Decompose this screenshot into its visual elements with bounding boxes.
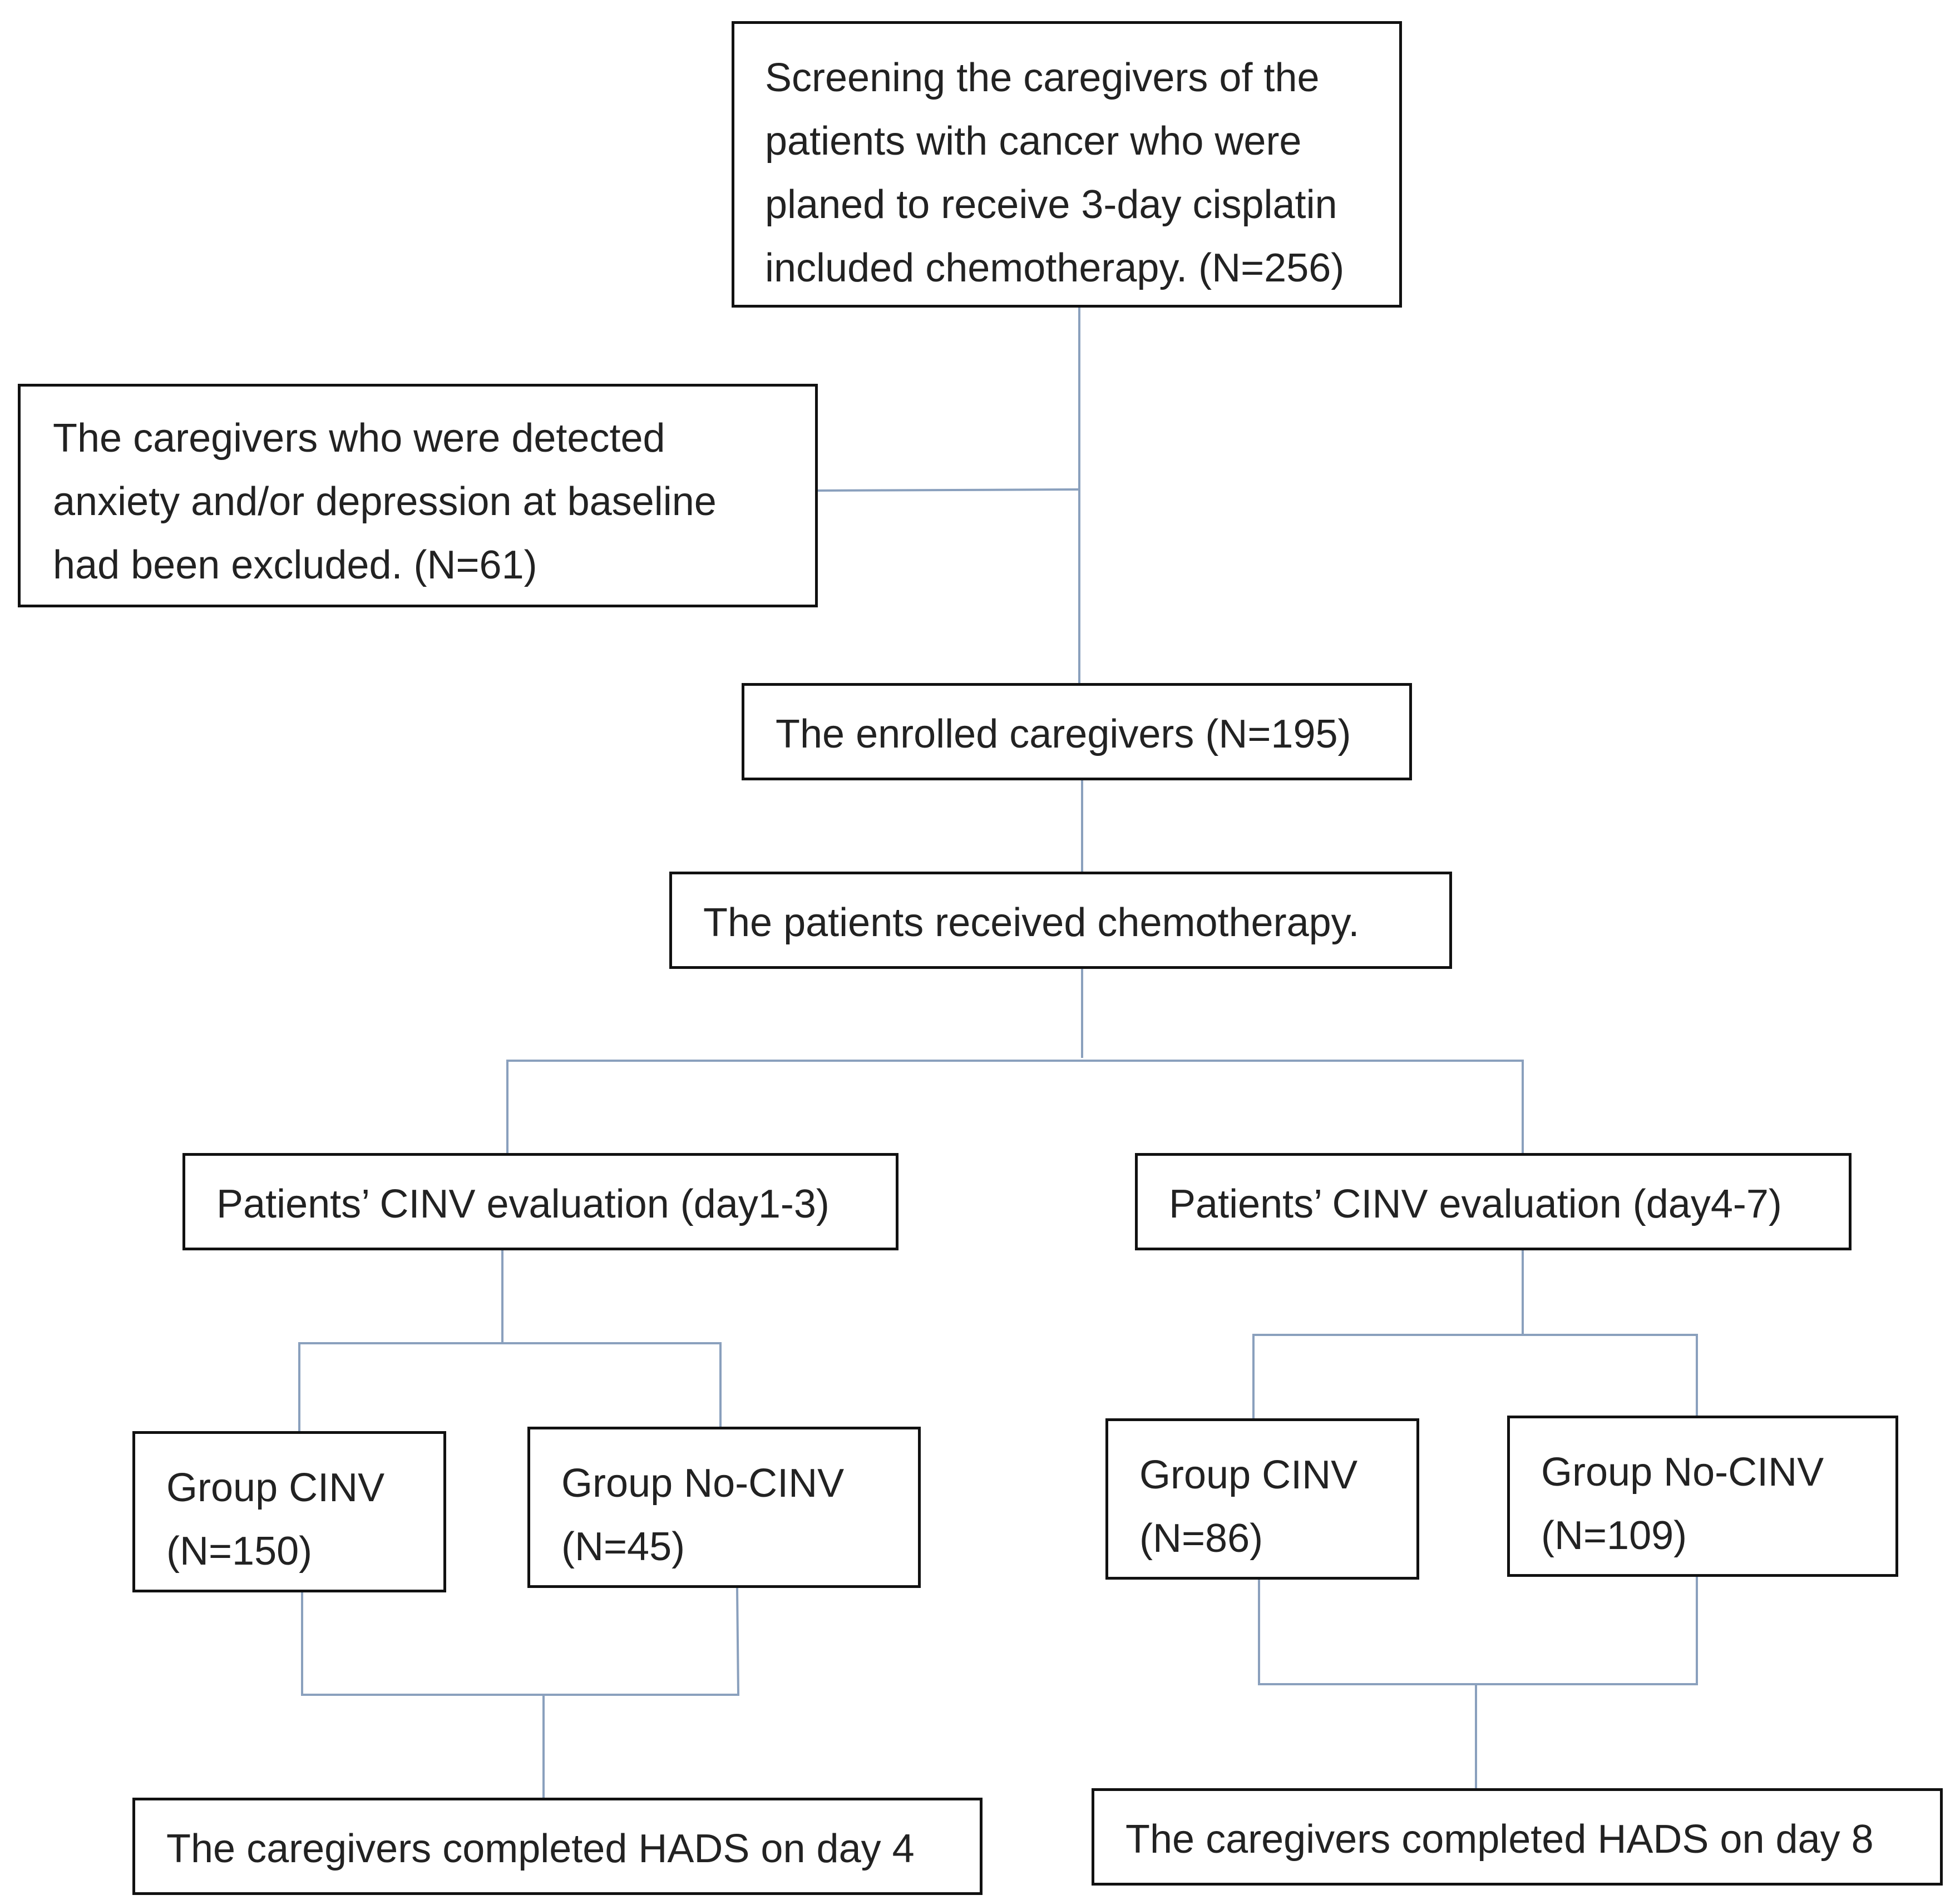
cinv-evaluation-day4-7-box: Patients’ CINV evaluation (day4-7): [1135, 1153, 1852, 1250]
cinv-evaluation-day1-3-box: Patients’ CINV evaluation (day1-3): [182, 1153, 898, 1250]
left-group-no-cinv-box: Group No-CINV (N=45): [527, 1427, 921, 1588]
excluded-box: The caregivers who were detected anxiety…: [18, 384, 818, 607]
excluded-line-3: had been excluded. (N=61): [53, 543, 537, 587]
left-group-cinv-box: Group CINV (N=150): [132, 1431, 446, 1592]
enrolled-box: The enrolled caregivers (N=195): [742, 683, 1412, 780]
screening-text: Screening the caregivers of the patients…: [734, 24, 1399, 305]
right-group-no-cinv-count: (N=109): [1541, 1513, 1687, 1558]
left-group-no-cinv-count: (N=45): [561, 1525, 685, 1569]
connector-left-nocinv-to-merge: [735, 1587, 740, 1695]
right-group-cinv-text: Group CINV (N=86): [1108, 1421, 1416, 1577]
left-group-cinv-text: Group CINV (N=150): [135, 1434, 443, 1590]
left-group-no-cinv-text: Group No-CINV (N=45): [530, 1429, 918, 1585]
screening-line-1: Screening the caregivers of the: [765, 56, 1320, 100]
chemotherapy-text: The patients received chemotherapy.: [703, 900, 1360, 945]
right-group-cinv-box: Group CINV (N=86): [1105, 1418, 1419, 1580]
screening-line-2: patients with cancer who were: [765, 119, 1302, 164]
hads-day4-text: The caregivers completed HADS on day 4: [166, 1827, 915, 1871]
left-group-no-cinv-name: Group No-CINV: [561, 1461, 845, 1506]
right-group-cinv-name: Group CINV: [1139, 1453, 1358, 1497]
excluded-line-2: anxiety and/or depression at baseline: [53, 479, 717, 524]
screening-box: Screening the caregivers of the patients…: [732, 21, 1402, 308]
chemotherapy-box: The patients received chemotherapy.: [669, 872, 1452, 969]
right-group-no-cinv-name: Group No-CINV: [1541, 1450, 1824, 1495]
screening-line-3: planed to receive 3-day cisplatin: [765, 182, 1337, 227]
excluded-text: The caregivers who were detected anxiety…: [21, 387, 815, 605]
right-group-no-cinv-text: Group No-CINV (N=109): [1510, 1418, 1895, 1574]
left-group-cinv-name: Group CINV: [166, 1466, 385, 1510]
hads-day4-box: The caregivers completed HADS on day 4: [132, 1798, 983, 1895]
right-group-no-cinv-box: Group No-CINV (N=109): [1507, 1416, 1898, 1577]
screening-line-4: included chemotherapy. (N=256): [765, 246, 1345, 290]
connector-excluded-branch: [817, 488, 1081, 492]
right-group-cinv-count: (N=86): [1139, 1516, 1263, 1561]
cinv-evaluation-day4-7-text: Patients’ CINV evaluation (day4-7): [1169, 1182, 1782, 1226]
hads-day8-box: The caregivers completed HADS on day 8: [1092, 1788, 1943, 1886]
enrolled-text: The enrolled caregivers (N=195): [776, 712, 1351, 756]
excluded-line-1: The caregivers who were detected: [53, 416, 665, 461]
cinv-evaluation-day1-3-text: Patients’ CINV evaluation (day1-3): [216, 1182, 830, 1226]
hads-day8-text: The caregivers completed HADS on day 8: [1125, 1817, 1874, 1862]
left-group-cinv-count: (N=150): [166, 1529, 313, 1574]
